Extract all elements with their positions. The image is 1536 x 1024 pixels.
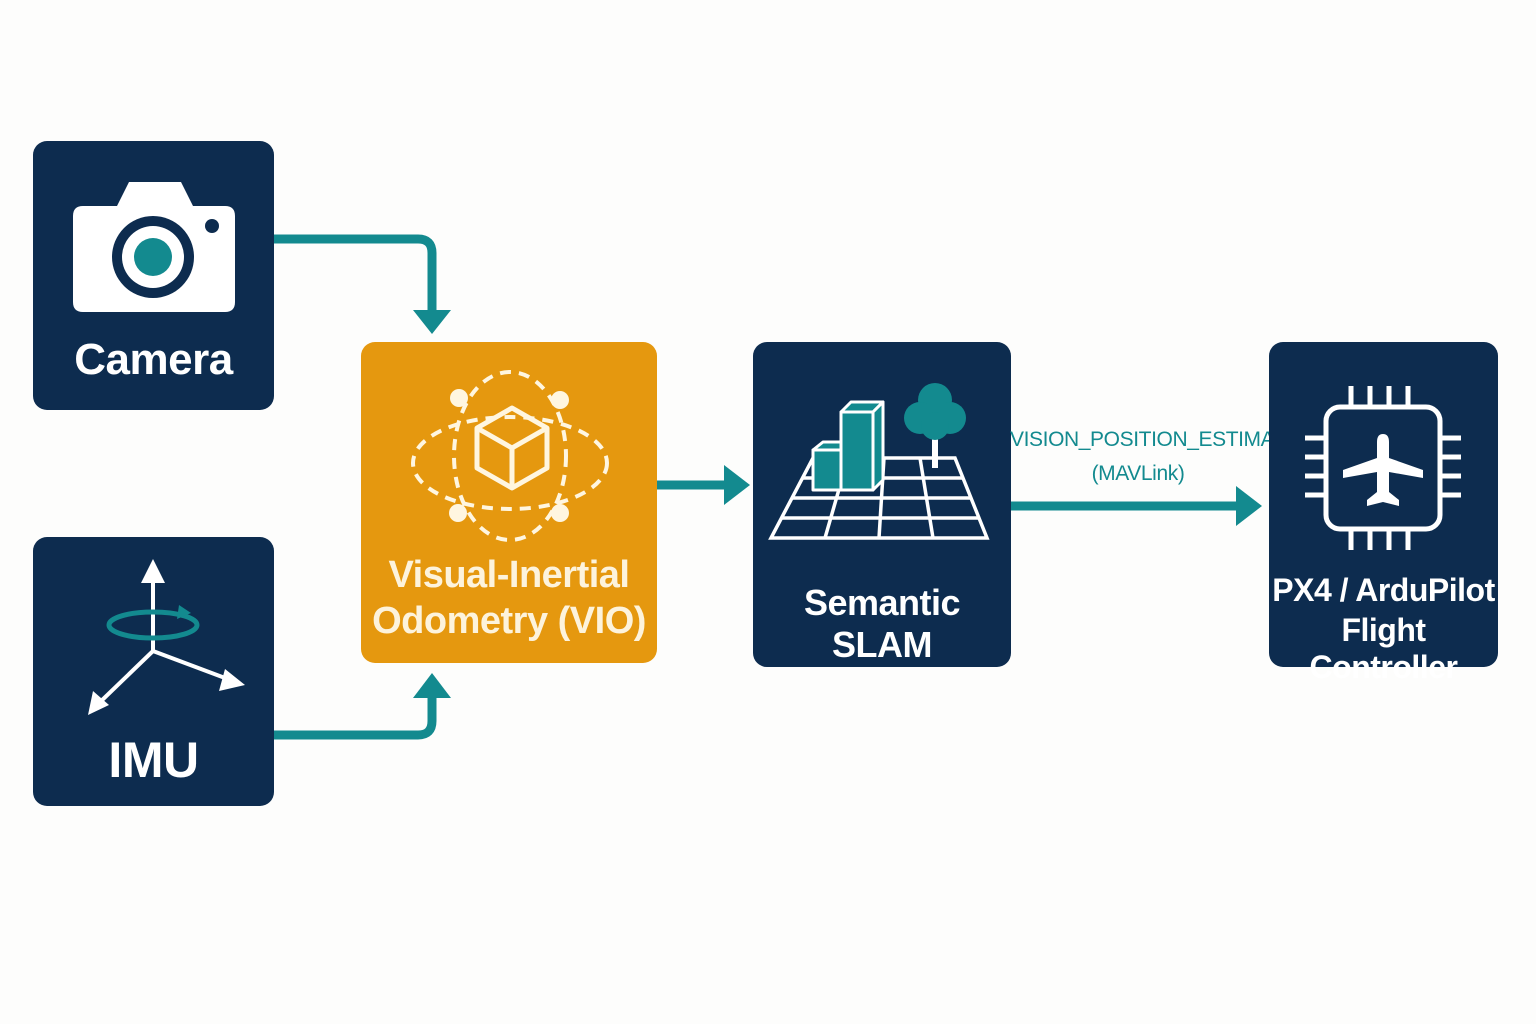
edge-label-line2: (MAVLink)	[1091, 462, 1185, 485]
imu-label: IMU	[108, 732, 199, 788]
vio-label-line2: Odometry (VIO)	[372, 600, 646, 642]
vio-label-line1: Visual-Inertial	[388, 554, 630, 596]
camera-icon	[73, 182, 235, 312]
fc-label-line2: Flight Controller	[1309, 612, 1458, 685]
chip-airplane-icon	[1305, 386, 1461, 550]
vio-node: Visual-Inertial Odometry (VIO)	[361, 342, 657, 663]
imu-axes-icon	[88, 559, 245, 715]
arrowhead-slam-fc	[1236, 486, 1262, 526]
slam-node: Semantic SLAM	[753, 342, 1011, 667]
edge-camera-to-vio	[274, 234, 437, 312]
fc-label-line1: PX4 / ArduPilot	[1272, 572, 1495, 608]
slam-label: Semantic SLAM	[803, 582, 961, 665]
orbit-cube-icon	[411, 370, 609, 542]
arrowhead-imu-vio	[413, 673, 451, 698]
camera-label: Camera	[74, 335, 233, 384]
imu-node: IMU	[33, 537, 274, 806]
flight-controller-node: PX4 / ArduPilot Flight Controller	[1269, 342, 1498, 685]
arrowhead-vio-slam	[724, 465, 750, 505]
edge-imu-to-vio	[274, 696, 437, 740]
map-grid-icon	[768, 383, 990, 540]
arrowhead-camera-vio	[413, 310, 451, 334]
camera-node: Camera	[33, 141, 274, 410]
edge-label-line1: VISION_POSITION_ESTIMATE	[1010, 428, 1299, 451]
